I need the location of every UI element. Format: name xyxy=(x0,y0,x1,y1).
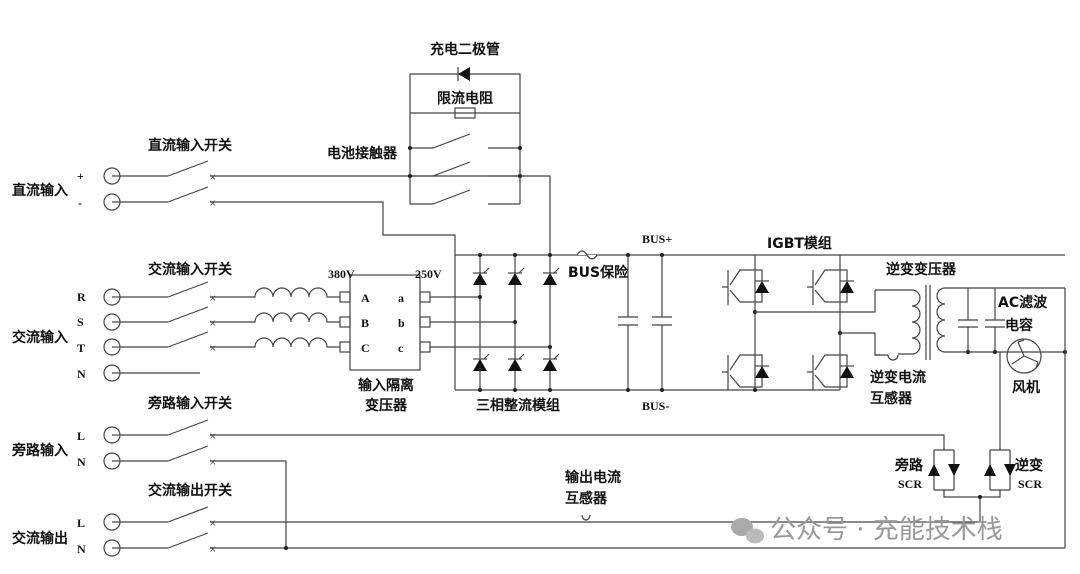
charge-diode-label: 充电二极管 xyxy=(430,41,500,58)
dc-plus-wire xyxy=(210,175,551,255)
bus-plus-label: BUS+ xyxy=(642,232,672,246)
svg-text:变压器: 变压器 xyxy=(365,397,408,414)
dc-plus-switch xyxy=(119,160,218,184)
svg-text:A: A xyxy=(361,291,370,305)
ac-filter-capacitors xyxy=(958,288,1067,354)
contactor-frame xyxy=(409,73,521,205)
charge-diode-icon xyxy=(458,67,470,81)
svg-text:SCR: SCR xyxy=(898,477,922,491)
bus-fuse-label: BUS保险 xyxy=(568,264,629,281)
output-ct-icon xyxy=(581,514,591,521)
input-inductors xyxy=(210,287,340,348)
inv-ct-label: 逆变电流 xyxy=(870,369,926,386)
svg-text:N: N xyxy=(77,542,86,556)
svg-text:B: B xyxy=(361,316,369,330)
dc-input-label: 直流输入 xyxy=(12,182,68,199)
bypass-input-label: 旁路输入 xyxy=(11,442,68,459)
limit-resistor-icon xyxy=(454,107,476,119)
bypass-scr-label: 旁路 xyxy=(894,457,924,474)
fan-label: 风机 xyxy=(1012,379,1040,396)
svg-text:L: L xyxy=(77,429,85,443)
phase-s-label: S xyxy=(77,315,84,329)
ac-out-switch-label: 交流输出开关 xyxy=(148,482,232,499)
svg-text:L: L xyxy=(77,516,85,530)
rectifier-label: 三相整流模组 xyxy=(476,397,560,414)
dc-minus-terminal xyxy=(103,193,121,211)
phase-n-label: N xyxy=(77,367,86,381)
battery-contactor-icon xyxy=(410,133,520,205)
iso-transformer-label: 输入隔离 xyxy=(358,377,414,394)
fan-icon xyxy=(1006,338,1042,374)
inv-ct-icon xyxy=(887,354,899,361)
svg-text:电容: 电容 xyxy=(1005,317,1033,334)
bus-capacitors xyxy=(618,253,672,392)
battery-contactor-label: 电池接触器 xyxy=(327,145,398,162)
v250-label: 250V xyxy=(415,267,442,281)
phase-r-label: R xyxy=(77,290,86,304)
v380-label: 380V xyxy=(328,267,355,281)
svg-text:SCR: SCR xyxy=(1018,477,1042,491)
inverter-scr-icon xyxy=(984,449,1016,491)
output-ct-label: 输出电流 xyxy=(565,469,621,486)
inverter-transformer xyxy=(875,285,1065,360)
ac-filter-label: AC滤波 xyxy=(998,294,1048,311)
wechat-icon xyxy=(731,518,764,544)
svg-text:互感器: 互感器 xyxy=(870,390,913,407)
bus-fuse-icon xyxy=(576,250,598,260)
svg-text:C: C xyxy=(361,341,370,355)
ac-input-label: 交流输入 xyxy=(12,329,68,346)
svg-text:互感器: 互感器 xyxy=(565,490,608,507)
inverter-scr-label: 逆变 xyxy=(1015,457,1043,474)
dc-plus-label: + xyxy=(77,169,84,183)
bypass-switch-label: 旁路输入开关 xyxy=(147,395,232,412)
igbt-label: IGBT模组 xyxy=(767,235,832,252)
bypass-scr-icon xyxy=(928,449,960,491)
phase-t-label: T xyxy=(77,341,85,355)
dc-minus-switch xyxy=(119,186,218,210)
dc-plus-terminal xyxy=(103,167,121,185)
dc-minus-label: - xyxy=(78,196,82,210)
dc-minus-wire xyxy=(210,201,456,390)
svg-text:b: b xyxy=(398,316,405,330)
rectifier-module xyxy=(455,253,1065,392)
dc-switch-label: 直流输入开关 xyxy=(148,137,232,154)
inv-transformer-label: 逆变变压器 xyxy=(886,261,957,278)
bus-minus-label: BUS- xyxy=(642,399,669,413)
igbt-module xyxy=(721,255,855,392)
watermark: 公众号 · 充能技术栈 xyxy=(770,515,1003,545)
limit-resistor-label: 限流电阻 xyxy=(437,90,493,107)
svg-text:N: N xyxy=(77,455,86,469)
svg-text:a: a xyxy=(398,291,404,305)
svg-text:c: c xyxy=(398,341,404,355)
ac-switch-label: 交流输入开关 xyxy=(148,261,232,278)
ac-output-label: 交流输出 xyxy=(12,530,68,547)
